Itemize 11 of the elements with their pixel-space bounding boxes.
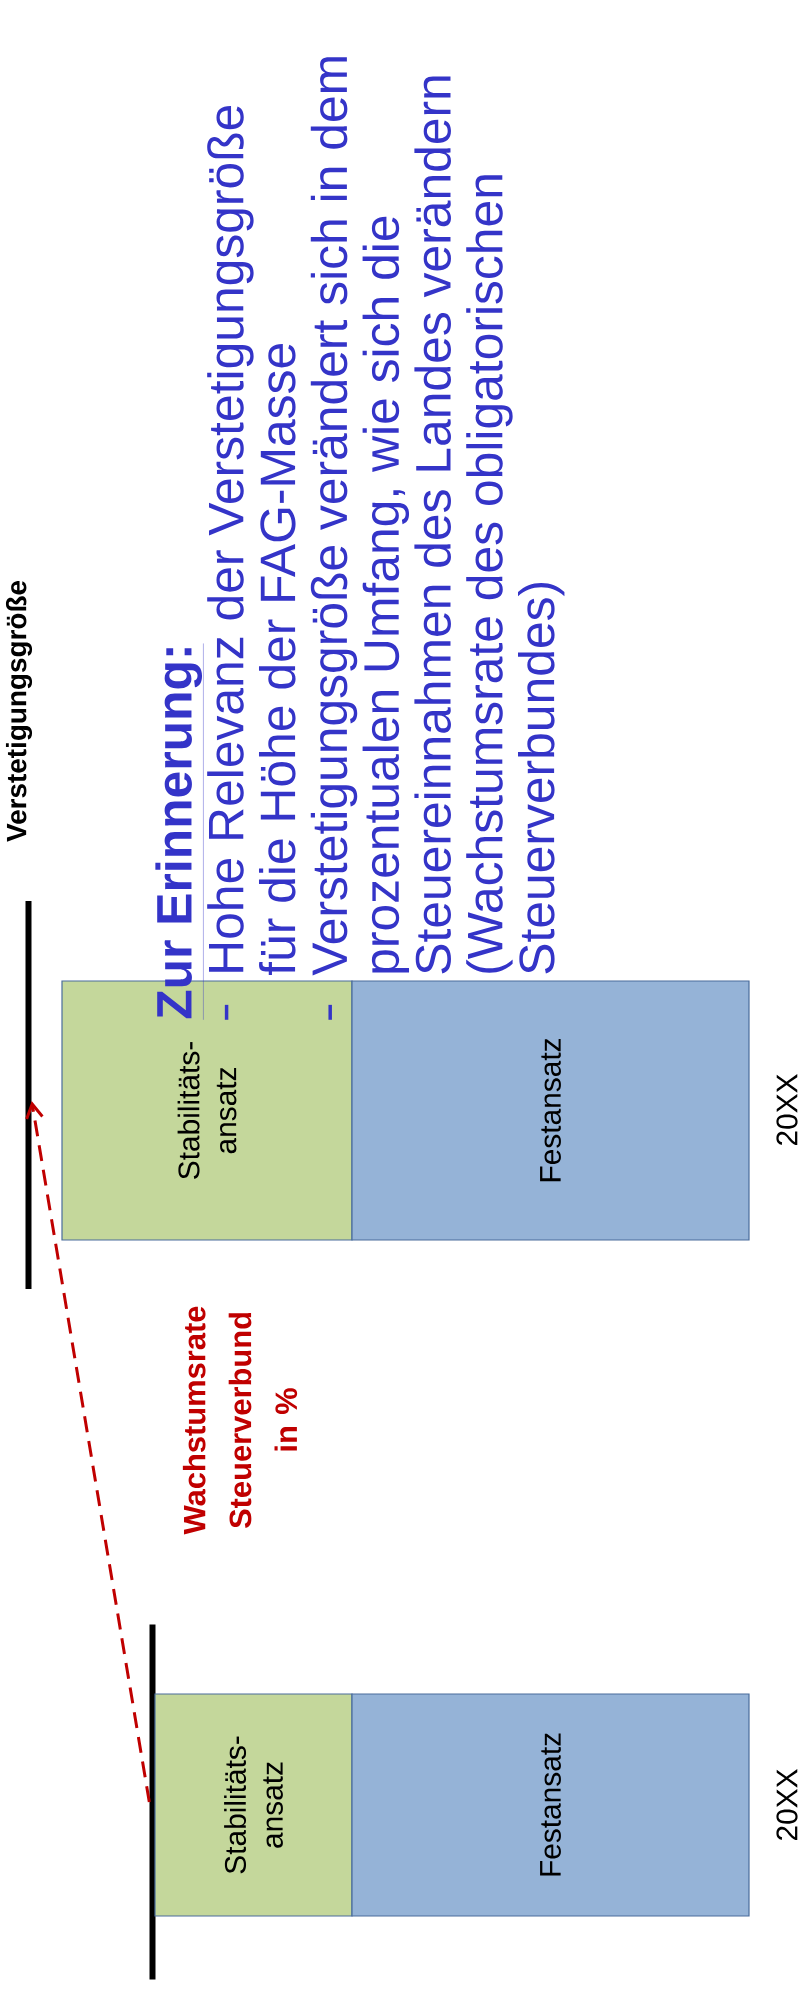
axis-label: Verstetigungsgröße [5,580,33,842]
note-text: Hohe Relevanz der Verstetigungsgröße für die Höhe der FAG-Masse [207,105,296,976]
year-label: 20XX [776,1074,798,1146]
note-heading: Zur Erinnerung: [155,643,204,1020]
bar-segment: Festansatz [351,980,750,1241]
year-label: 20XX [776,1769,798,1841]
arrow [25,1101,151,1803]
note-text: Verstetigungsgröße verändert sich in dem prozentualen Umfang, wie sich die Steuereinnahmen des Landes verändern (Wachstumsrate des obligatorischen Steuerverbundes) [310,57,565,976]
bar-segment: Festansatz [351,1693,750,1917]
bar-segment: Stabilitäts- ansatz [154,1693,353,1917]
edge-label: Wachstumsrate Steuerverbund in % [180,1293,300,1547]
